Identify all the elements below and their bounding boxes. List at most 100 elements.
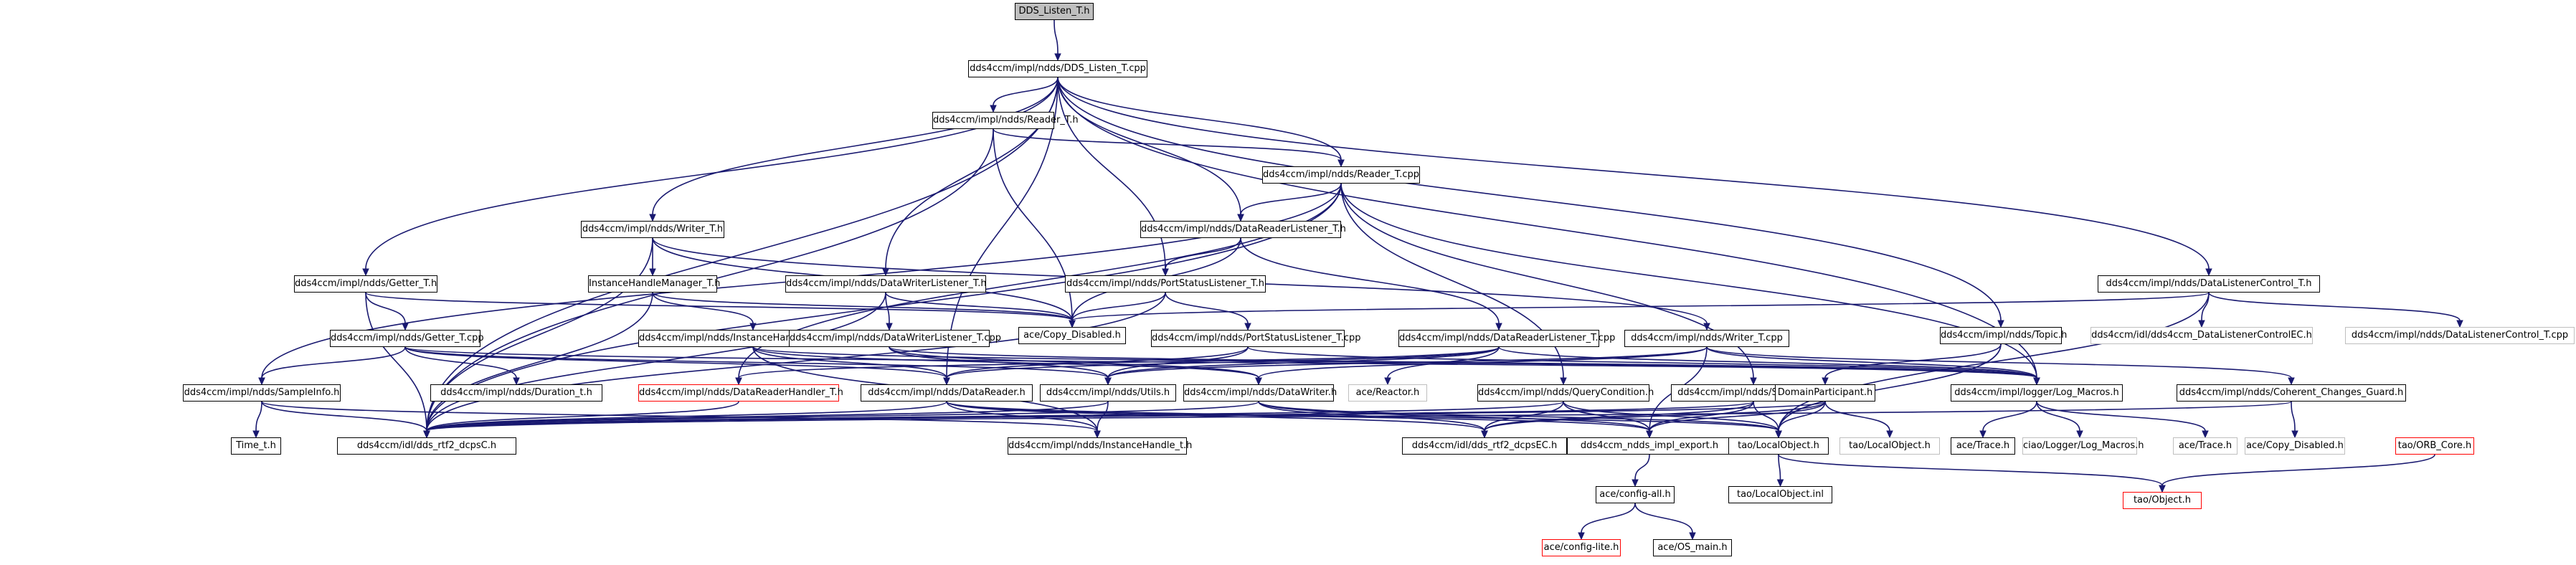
edge-ihm_h-to-dcpsc [426,292,653,432]
node-drh[interactable]: dds4ccm/impl/ndds/DataReaderHandler_T.h [638,384,843,402]
edge-arrowhead [2076,430,2083,439]
node-sampleinfo[interactable]: dds4ccm/impl/ndds/SampleInfo.h [183,384,341,402]
node-writer-cpp[interactable]: dds4ccm/impl/ndds/Writer_T.cpp [1624,330,1789,347]
node-copy-dis[interactable]: ace/Copy_Disabled.h [1018,327,1126,344]
edge-arrowhead [2288,377,2295,386]
node-drl-cpp[interactable]: dds4ccm/impl/ndds/DataReaderListener_T.c… [1398,330,1615,347]
edge-arrowhead [258,377,265,386]
node-duration[interactable]: dds4ccm/impl/ndds/Duration_t.h [430,384,602,402]
node-writer-h[interactable]: dds4ccm/impl/ndds/Writer_T.h [581,221,724,238]
edge-arrowhead [2205,268,2212,277]
edge-sampleinfo-to-dcpsc [261,401,427,432]
node-topic-h[interactable]: dds4ccm/impl/ndds/Topic.h [1940,327,2067,344]
edge-arrowhead [1162,268,1169,277]
node-os-main[interactable]: ace/OS_main.h [1653,539,1732,556]
node-utils[interactable]: dds4ccm/impl/ndds/Utils.h [1040,384,1176,402]
edge-arrowhead [1255,377,1262,386]
edge-writer_cpp-to-logmacros [1706,346,2037,379]
node-time[interactable]: Time_t.h [231,437,281,455]
node-getter-h[interactable]: dds4ccm/impl/ndds/Getter_T.h [294,275,437,293]
edge-getter_cpp-to-datareader [404,346,947,379]
node-ihandle[interactable]: dds4ccm/impl/ndds/InstanceHandle_t.h [1008,437,1192,455]
node-domainpart[interactable]: DomainParticipant.h [1775,384,1875,402]
edge-ihm_h-to-copy_dis [652,292,1073,321]
edge-arrowhead [1481,430,1488,439]
edge-reader_h-to-reader_cpp [993,128,1342,161]
edge-listen_cpp-to-topic_h [1057,77,2002,321]
edge-arrowhead [1054,53,1061,62]
edge-arrowhead [1997,320,2004,328]
node-trace1[interactable]: ace/Trace.h [1951,437,2015,455]
edge-arrowhead [1822,377,1829,386]
node-ccg[interactable]: dds4ccm/impl/ndds/Coherent_Changes_Guard… [2177,384,2406,402]
edge-getter_h-to-copy_dis [365,292,1073,321]
node-reader-cpp[interactable]: dds4ccm/impl/ndds/Reader_T.cpp [1262,166,1420,184]
edge-dlc_h-to-localobj [1778,292,2210,432]
node-localobj-inl[interactable]: tao/LocalObject.inl [1728,486,1832,503]
edge-arrowhead [2202,430,2209,439]
edge-psl_cpp-to-logmacros [1247,346,2037,379]
node-impl-export[interactable]: dds4ccm_ndds_impl_export.h [1567,437,1732,455]
node-localobj[interactable]: tao/LocalObject.h [1728,437,1829,455]
edge-arrowhead [1104,377,1112,386]
node-reactor[interactable]: ace/Reactor.h [1348,384,1427,402]
node-dcpsc[interactable]: dds4ccm/idl/dds_rtf2_dcpsC.h [337,437,516,455]
node-psl-h[interactable]: dds4ccm/impl/ndds/PortStatusListener_T.h [1065,275,1266,293]
node-localobj2[interactable]: tao/LocalObject.h [1839,437,1940,455]
edge-ccg-to-copy_dis2 [2291,401,2296,432]
edge-dwl_h-to-dwl_cpp [885,292,890,324]
node-listen-cpp[interactable]: dds4ccm/impl/ndds/DDS_Listen_T.cpp [968,60,1147,77]
edge-config_all-to-os_main [1634,503,1693,533]
node-getter-cpp[interactable]: dds4ccm/impl/ndds/Getter_T.cpp [330,330,484,347]
edge-logmacros-to-trace2 [2036,401,2206,432]
node-trace2[interactable]: ace/Trace.h [2173,437,2238,455]
node-dwl-h[interactable]: dds4ccm/impl/ndds/DataWriterListener_T.h [785,275,987,293]
edge-drl_cpp-to-drh [738,346,1500,379]
node-ihm-h[interactable]: InstanceHandleManager_T.h [588,275,720,293]
edge-sampleinfo-to-time [255,401,262,432]
edge-topic_h-to-localobj [1778,343,2002,432]
edge-drl_cpp-to-reactor [1387,346,1500,379]
edge-arrowhead [886,323,893,331]
edge-arrowhead [1703,323,1710,331]
edge-arrowhead [513,377,520,386]
edge-ccg-to-dcpsc [426,401,2292,432]
node-drl-h[interactable]: dds4ccm/impl/ndds/DataReaderListener_T.h [1140,221,1346,238]
edge-dwl_h-to-copy_dis [885,292,1073,321]
node-orb-core[interactable]: tao/ORB_Core.h [2395,437,2474,455]
node-querycond[interactable]: dds4ccm/impl/ndds/QueryCondition.h [1477,384,1654,402]
edge-arrowhead [1495,323,1502,331]
node-datawriter[interactable]: dds4ccm/impl/ndds/DataWriter.h [1183,384,1337,402]
edge-subscriber-to-impl_export [1649,401,1754,432]
node-copy-dis2[interactable]: ace/Copy_Disabled.h [2245,437,2345,455]
node-logmacros[interactable]: dds4ccm/impl/logger/Log_Macros.h [1951,384,2123,402]
edge-arrowhead [2456,320,2463,328]
node-dwl-cpp[interactable]: dds4ccm/impl/ndds/DataWriterListener_T.c… [789,330,1001,347]
edge-writer_cpp-to-datawriter [1258,346,1708,379]
edge-impl_export-to-config_all [1634,454,1650,480]
edge-listen_cpp-to-datareader [946,77,1059,379]
node-datareader[interactable]: dds4ccm/impl/ndds/DataReader.h [861,384,1033,402]
edge-drl_cpp-to-utils [1107,346,1500,379]
edge-ihm_h-to-ihm_cpp [652,292,754,324]
node-root: DDS_Listen_T.h [1015,3,1094,20]
node-tao-object[interactable]: tao/Object.h [2123,492,2202,509]
node-reader-h[interactable]: dds4ccm/impl/ndds/Reader_T.h [932,112,1079,129]
node-ciao-log[interactable]: ciao/Logger/Log_Macros.h [2022,437,2144,455]
edge-arrowhead [1689,532,1696,541]
node-config-lite[interactable]: ace/config-lite.h [1542,539,1621,556]
node-dlc-h[interactable]: dds4ccm/impl/ndds/DataListenerControl_T.… [2098,275,2320,293]
node-config-all[interactable]: ace/config-all.h [1596,486,1675,503]
edge-logmacros-to-trace1 [1982,401,2037,432]
node-dlc-ec[interactable]: dds4ccm/idl/dds4ccm_DataListenerControlE… [2090,327,2313,344]
node-dcpsec[interactable]: dds4ccm/idl/dds_rtf2_dcpsEC.h [1402,437,1567,455]
edge-drl_h-to-psl_h [1165,237,1241,270]
edge-localobj-to-tao_object [1778,454,2163,486]
edge-arrowhead [882,268,889,277]
edge-arrowhead [1237,214,1244,222]
node-dlc-cpp[interactable]: dds4ccm/impl/ndds/DataListenerControl_T.… [2345,327,2575,344]
edge-psl_cpp-to-utils [1107,346,1249,379]
edge-localobj-to-localobj_inl [1778,454,1781,480]
node-psl-cpp[interactable]: dds4ccm/impl/ndds/PortStatusListener_T.c… [1151,330,1360,347]
